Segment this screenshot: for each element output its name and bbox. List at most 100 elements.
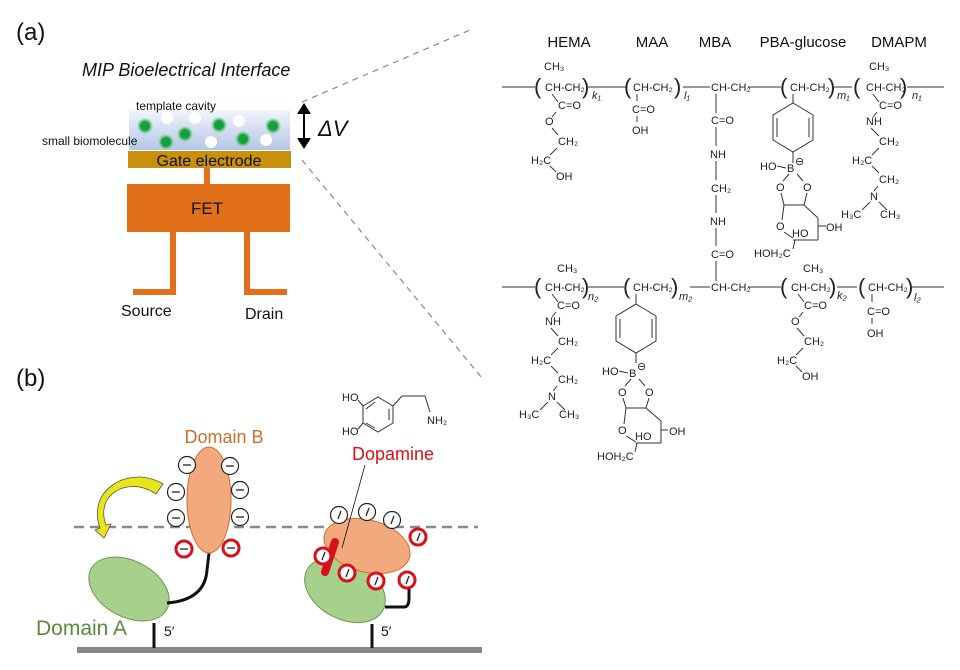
mba-crosslink: NH CH₂ NH C=O [710,127,734,281]
domain-b-shape-bound [323,517,411,575]
domain-b-shape [186,446,232,554]
svg-text:CH₂: CH₂ [558,374,578,386]
top-pba-glucose-unit: ( CH-CH₂ ) m₁ [772,74,850,163]
monomer-label-maa: MAA [636,34,669,51]
panel-a-label: (a) [16,19,45,46]
svg-text:O: O [645,387,654,399]
svg-text:HO: HO [760,161,777,173]
dopamine-structure: HO HO NH₂ [342,392,447,438]
svg-text:NH: NH [710,216,726,228]
svg-text:l₁: l₁ [684,90,690,102]
bottom-chain: ( CH₃ CH-CH₂ ) n₂ C=O NH CH₂ H₂C CH₂ N H [502,263,944,463]
monomer-headers: HEMA MAA MBA PBA-glucose DMAPM [547,34,927,51]
bottom-maa-unit: ( CH-CH₂ ) l₂ C=O OH [858,274,921,340]
empty-cavities [161,112,272,148]
svg-text:B: B [787,163,794,175]
top-mba-unit: CH-CH₂ C=O [711,82,751,127]
monomer-label-hema: HEMA [547,34,590,51]
linker-strand [166,552,211,605]
svg-text:HO: HO [635,431,652,443]
svg-text:(: ( [534,274,542,299]
svg-text:OH: OH [556,171,573,183]
svg-text:O: O [776,221,785,233]
biomolecule [158,134,174,150]
panel-b-label: (b) [16,365,45,392]
charge-circle [166,482,186,502]
svg-text:OH: OH [802,371,819,383]
svg-text:CH₃: CH₃ [557,263,577,275]
svg-text:OH: OH [826,222,843,234]
charge-circle [230,507,250,527]
svg-text:(: ( [624,74,632,99]
charge-circle-red [397,570,417,590]
svg-text:OH: OH [669,426,686,438]
top-glucose-boronate: HO B ⊖ O O O HO OH HOH₂C [754,156,843,260]
gate-electrode-label: Gate electrode [157,153,262,170]
svg-text:C=O: C=O [632,104,655,116]
svg-text:m₂: m₂ [679,291,693,303]
svg-text:C=O: C=O [879,100,902,112]
svg-text:): ) [582,74,589,99]
zoom-guide-top [301,29,471,103]
svg-text:O: O [618,425,627,437]
svg-text:⊖: ⊖ [637,361,646,373]
charge-circle-red [337,563,357,583]
empty-cavity [233,115,245,127]
svg-text:(: ( [623,274,631,299]
drain-label: Drain [245,306,283,323]
bound-biomolecules [137,117,281,150]
svg-text:n₁: n₁ [912,90,922,102]
svg-text:H₂C: H₂C [531,155,551,167]
panel-a: (a) MIP Bioelectrical Interface template… [16,19,483,379]
empty-cavity [205,136,217,148]
bottom-pba-glucose-unit: ( CH-CH₂ ) m₂ HO B ⊖ O O [597,274,693,463]
svg-text:HO: HO [342,426,359,438]
domain-a-label: Domain A [36,617,127,640]
svg-text:HO: HO [792,228,809,240]
linker-strand-bound [385,582,411,609]
svg-text:C=O: C=O [711,249,734,261]
svg-text:O: O [791,316,800,328]
monomer-label-mba: MBA [699,34,732,51]
svg-text:HO: HO [602,366,619,378]
biomolecule [235,131,251,147]
svg-text:B: B [629,368,636,380]
svg-text:n₂: n₂ [588,291,599,303]
svg-text:CH₂: CH₂ [879,174,899,186]
svg-text:H₂C: H₂C [777,355,797,367]
biomolecule [177,126,193,142]
svg-text:CH-CH₂: CH-CH₂ [866,82,906,94]
svg-text:N: N [548,391,556,403]
fet-block [127,184,290,232]
svg-text:CH-CH₂: CH-CH₂ [545,82,585,94]
charge-circle [382,510,402,530]
monomer-label-pba-glucose: PBA-glucose [760,34,847,51]
svg-text:): ) [671,274,678,299]
svg-text:NH: NH [545,316,561,328]
zoom-guide-bottom [301,159,483,379]
svg-text:CH₂: CH₂ [804,336,824,348]
empty-cavity [189,112,201,124]
svg-text:(: ( [780,74,788,99]
svg-text:H₂C: H₂C [852,155,872,167]
drain-lead [244,232,287,295]
svg-text:(: ( [780,274,788,299]
svg-text:CH₂: CH₂ [558,336,578,348]
biomolecule [137,118,153,134]
substrate [77,647,482,653]
svg-text:): ) [674,74,681,99]
svg-text:CH-CH₂: CH-CH₂ [711,282,751,294]
svg-text:CH₃: CH₃ [880,209,900,221]
svg-text:CH-CH₂: CH-CH₂ [633,82,673,94]
charge-circle [166,508,186,528]
svg-text:H₃C: H₃C [841,209,861,221]
svg-text:C=O: C=O [557,300,580,312]
svg-text:N: N [870,191,878,203]
dopamine-pointer [341,464,366,549]
polymer-structure: HEMA MAA MBA PBA-glucose DMAPM ( CH₃ CH-… [502,34,944,463]
svg-text:(: ( [858,274,866,299]
svg-text:CH-CH₂: CH-CH₂ [868,282,908,294]
charge-circle-red [174,539,194,559]
bottom-mba-unit: CH-CH₂ [711,282,751,294]
